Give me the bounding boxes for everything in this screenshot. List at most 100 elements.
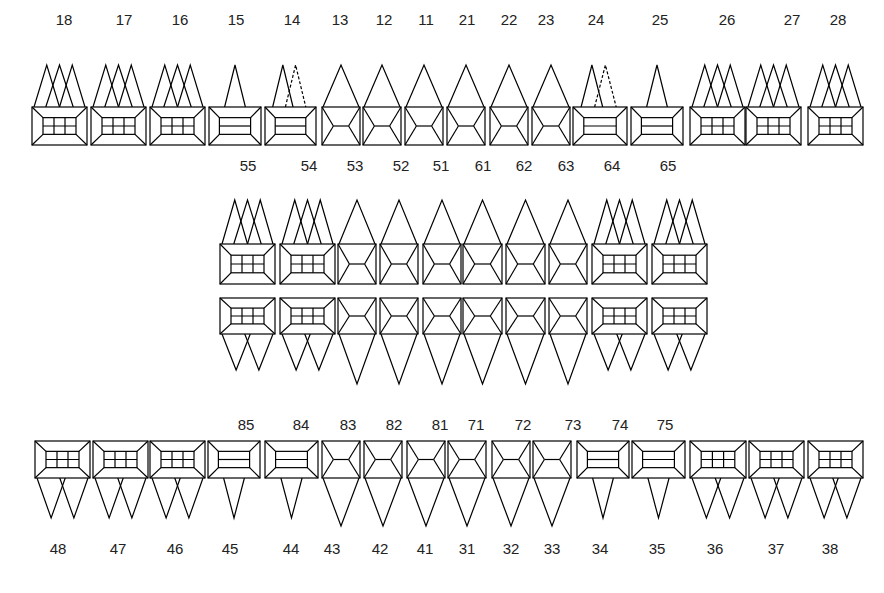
occlusal-box (275, 118, 306, 135)
tooth-crown (405, 107, 443, 145)
tooth-line (324, 273, 335, 284)
tooth-line (632, 468, 643, 478)
tooth-root (364, 65, 400, 107)
tooth-number: 81 (432, 416, 449, 434)
tooth-crown (532, 107, 570, 145)
occlusal-box (43, 118, 76, 135)
tooth-line (652, 273, 663, 284)
tooth-line (450, 264, 461, 284)
tooth-line (220, 273, 231, 284)
tooth-line (624, 255, 625, 273)
tooth-number: 64 (604, 157, 621, 175)
tooth-line (790, 134, 801, 145)
tooth-line (448, 460, 459, 479)
tooth-line (544, 459, 559, 460)
tooth-line (391, 441, 402, 460)
tooth-line (241, 255, 242, 273)
tooth-line (829, 118, 830, 135)
tooth-line (631, 107, 641, 118)
tooth-line (852, 107, 863, 118)
tooth-crown (746, 107, 801, 145)
tooth-line (474, 107, 485, 126)
tooth-line (171, 451, 172, 467)
tooth-line (275, 125, 306, 126)
tooth-line (407, 244, 418, 264)
tooth-line (701, 459, 735, 460)
tooth-root (620, 200, 646, 244)
occlusal-box (291, 255, 324, 273)
tooth-line (636, 273, 647, 284)
tooth-number: 24 (588, 11, 605, 29)
tooth-line (306, 107, 316, 118)
tooth-line (322, 460, 333, 479)
tooth-root (119, 65, 145, 107)
tooth-line (364, 441, 375, 460)
tooth-line (265, 468, 276, 478)
tooth-root (507, 200, 544, 244)
tooth-line (324, 244, 335, 255)
tooth-root (595, 65, 617, 107)
tooth-line (533, 264, 545, 284)
tooth-root (294, 200, 322, 244)
occlusal-box (819, 451, 852, 467)
tooth-line (93, 441, 104, 451)
tooth-root (593, 478, 614, 518)
tooth-line (712, 451, 713, 467)
tooth-number: 52 (393, 157, 410, 175)
tooth-number: 23 (538, 11, 555, 29)
tooth-number: 48 (50, 540, 67, 558)
tooth-line (631, 134, 641, 145)
tooth-line (613, 308, 614, 324)
tooth-line (280, 324, 291, 334)
tooth-crown (506, 298, 545, 334)
tooth-line (405, 126, 416, 145)
tooth-line (56, 451, 57, 467)
tooth-line (43, 125, 76, 126)
tooth-crown (338, 298, 376, 334)
tooth-line (35, 468, 46, 478)
tooth-line (252, 308, 253, 324)
tooth-line (405, 107, 416, 126)
tooth-line (533, 298, 545, 316)
tooth-root (833, 478, 861, 518)
tooth-root (666, 200, 694, 244)
tooth-root (810, 65, 836, 107)
tooth-root (464, 334, 501, 384)
tooth-line (280, 244, 291, 255)
tooth-line (264, 273, 275, 284)
tooth-line (135, 134, 146, 145)
tooth-line (852, 441, 863, 451)
tooth-line (673, 255, 674, 273)
tooth-root (381, 334, 417, 384)
tooth-line (592, 324, 603, 334)
tooth-root (365, 478, 401, 526)
occlusal-box (760, 451, 793, 467)
tooth-line (636, 324, 647, 334)
tooth-line (432, 107, 443, 126)
tooth-root (774, 478, 802, 518)
tooth-line (577, 441, 587, 451)
tooth-line (407, 298, 418, 316)
tooth-number: 46 (167, 540, 184, 558)
tooth-crown (533, 441, 571, 478)
tooth-number: 16 (172, 11, 189, 29)
tooth-line (560, 315, 575, 316)
tooth-line (338, 244, 349, 264)
tooth-line (161, 459, 194, 460)
tooth-line (770, 451, 771, 467)
tooth-line (265, 134, 275, 145)
tooth-line (363, 126, 374, 145)
tooth-line (619, 441, 629, 451)
tooth-line (390, 107, 401, 126)
tooth-root (704, 65, 732, 107)
tooth-line (701, 125, 734, 126)
tooth-line (463, 298, 475, 316)
tooth-line (407, 264, 418, 284)
tooth-line (458, 125, 473, 126)
tooth-line (349, 107, 360, 126)
tooth-line (722, 118, 723, 135)
tooth-number: 45 (222, 540, 239, 558)
tooth-line (549, 316, 560, 334)
tooth-line (576, 316, 587, 334)
tooth-line (673, 308, 674, 324)
